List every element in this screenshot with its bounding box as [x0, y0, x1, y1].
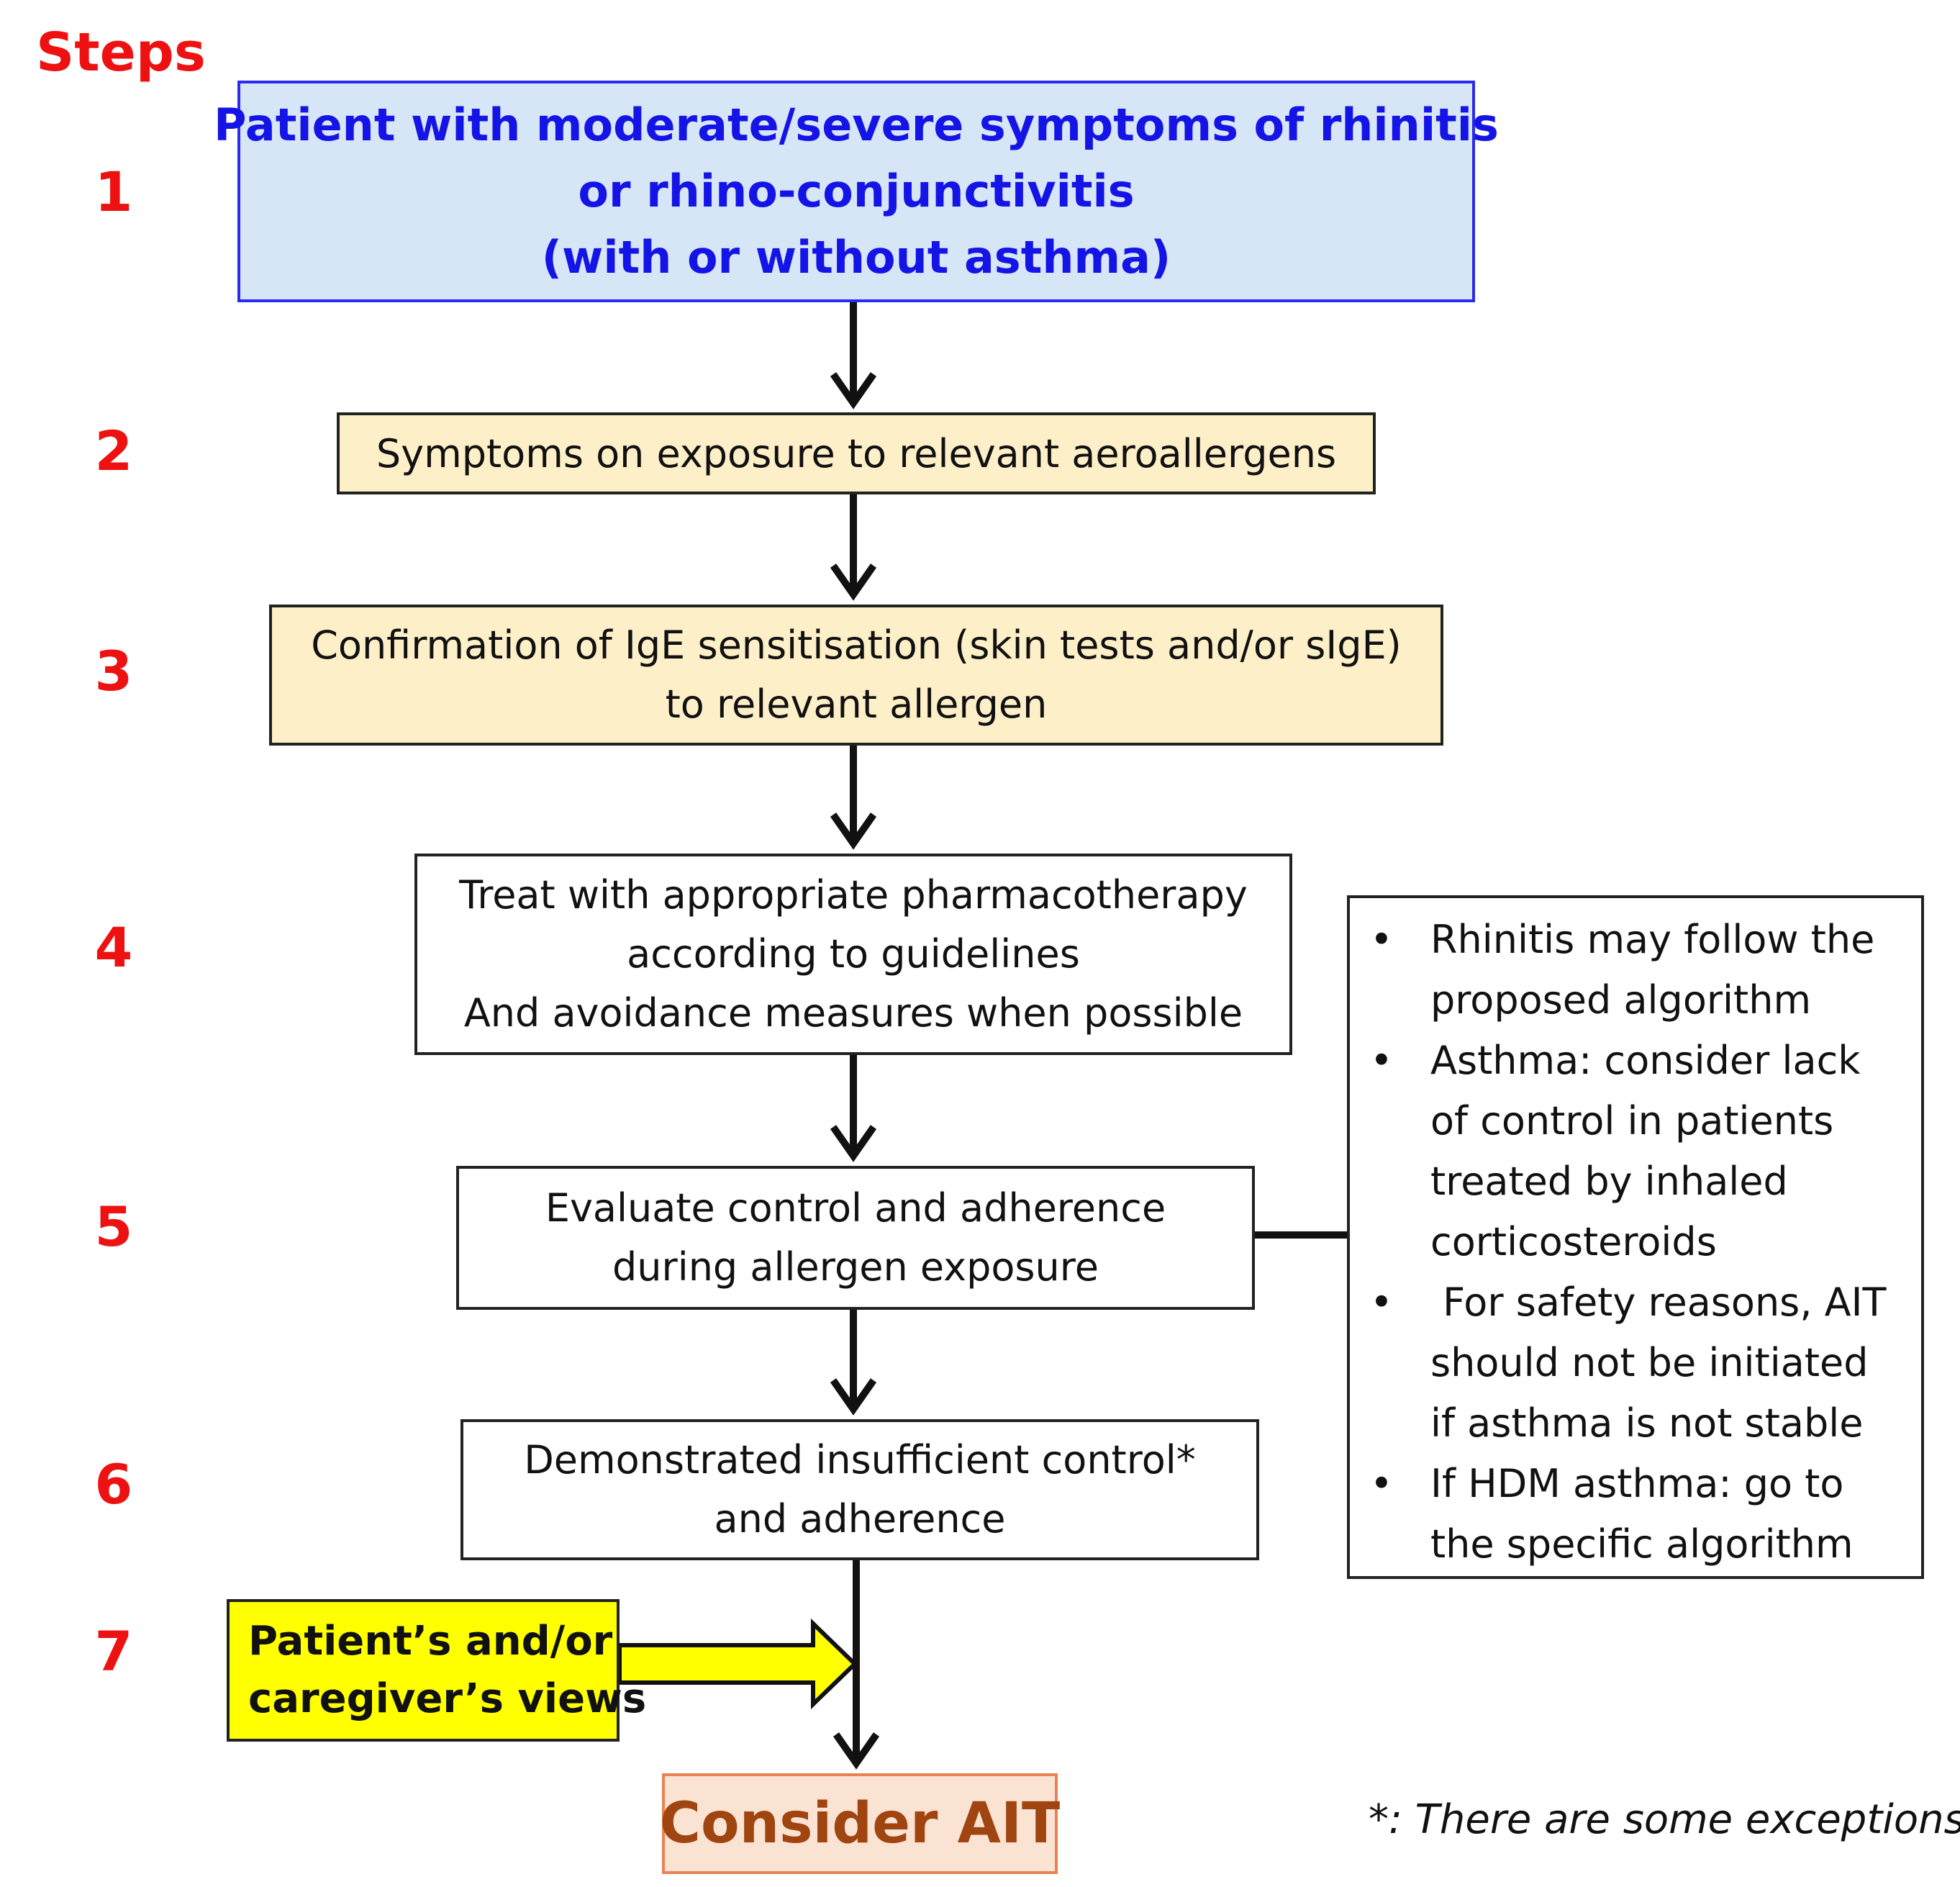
footnote: *: There are some exceptions	[1369, 1796, 1960, 1843]
step-number-1: 1	[94, 160, 133, 224]
outcome-box: Consider AIT	[659, 1773, 1061, 1874]
step-number-4: 4	[94, 915, 133, 979]
step1-line: (with or without asthma)	[541, 231, 1171, 284]
step7-line: caregiver’s views	[248, 1675, 647, 1722]
note-line: corticosteroids	[1430, 1219, 1717, 1264]
step-number-6: 6	[94, 1452, 133, 1516]
step3-box: Confirmation of IgE sensitisation (skin …	[269, 605, 1443, 746]
step5-line: Evaluate control and adherence	[545, 1185, 1166, 1231]
step1-box: Patient with moderate/severe symptoms of…	[214, 81, 1499, 302]
note-line: Asthma: consider lack	[1430, 1038, 1861, 1083]
bullet-icon: •	[1370, 1038, 1393, 1083]
step6-box: Demonstrated insufficient control* and a…	[460, 1419, 1259, 1560]
arrowhead-to-step5	[830, 1125, 877, 1162]
views-arrow	[617, 1618, 858, 1710]
arrowhead-to-step3	[830, 564, 877, 601]
step4-box: Treat with appropriate pharmacotherapy a…	[414, 854, 1292, 1055]
steps-title: Steps	[36, 22, 206, 83]
note-item: • If HDM asthma: go to the specific algo…	[1370, 1454, 1907, 1575]
step5-box: Evaluate control and adherence during al…	[456, 1166, 1255, 1310]
step3-line: to relevant allergen	[665, 682, 1048, 727]
step3-line: Confirmation of IgE sensitisation (skin …	[311, 623, 1402, 668]
step2-line: Symptoms on exposure to relevant aeroall…	[376, 430, 1337, 476]
step-number-7: 7	[94, 1619, 133, 1683]
note-line: proposed algorithm	[1430, 977, 1812, 1023]
step6-line: Demonstrated insufficient control*	[524, 1437, 1196, 1483]
step7-views-box: Patient’s and/or caregiver’s views	[227, 1599, 646, 1742]
step1-line: Patient with moderate/severe symptoms of…	[214, 99, 1499, 151]
note-line: of control in patients	[1430, 1098, 1834, 1144]
bullet-icon: •	[1370, 917, 1393, 962]
note-line: the specific algorithm	[1430, 1521, 1854, 1567]
step5-line: during allergen exposure	[612, 1244, 1099, 1290]
step4-line: Treat with appropriate pharmacotherapy	[459, 872, 1248, 918]
note-item: • For safety reasons, AIT should not be …	[1370, 1272, 1907, 1454]
note-line: should not be initiated	[1430, 1340, 1869, 1385]
note-line: if asthma is not stable	[1430, 1400, 1864, 1446]
notes-box: • Rhinitis may follow the proposed algor…	[1347, 895, 1924, 1579]
arrowhead-to-step4	[830, 813, 877, 850]
bullet-icon: •	[1370, 1461, 1393, 1506]
note-line: For safety reasons, AIT	[1430, 1280, 1887, 1325]
step2-box: Symptoms on exposure to relevant aeroall…	[337, 412, 1376, 494]
step-number-2: 2	[94, 419, 133, 483]
step-number-5: 5	[94, 1195, 133, 1259]
notes-list: • Rhinitis may follow the proposed algor…	[1370, 910, 1907, 1575]
note-line: If HDM asthma: go to	[1430, 1461, 1844, 1506]
note-item: • Asthma: consider lack of control in pa…	[1370, 1031, 1907, 1272]
arrowhead-to-step6	[830, 1378, 877, 1416]
step-number-3: 3	[94, 639, 133, 703]
note-item: • Rhinitis may follow the proposed algor…	[1370, 910, 1907, 1031]
outcome-label: Consider AIT	[659, 1791, 1061, 1856]
arrowhead-to-outcome	[832, 1732, 880, 1770]
step4-line: according to guidelines	[627, 931, 1080, 977]
bullet-icon: •	[1370, 1280, 1393, 1325]
step6-line: and adherence	[714, 1496, 1006, 1542]
step4-line: And avoidance measures when possible	[463, 990, 1243, 1036]
arrowhead-to-step2	[830, 372, 877, 409]
step7-line: Patient’s and/or	[248, 1618, 613, 1665]
step1-line: or rhino-conjunctivitis	[578, 165, 1135, 217]
note-line: Rhinitis may follow the	[1430, 917, 1875, 962]
note-line: treated by inhaled	[1430, 1159, 1788, 1204]
